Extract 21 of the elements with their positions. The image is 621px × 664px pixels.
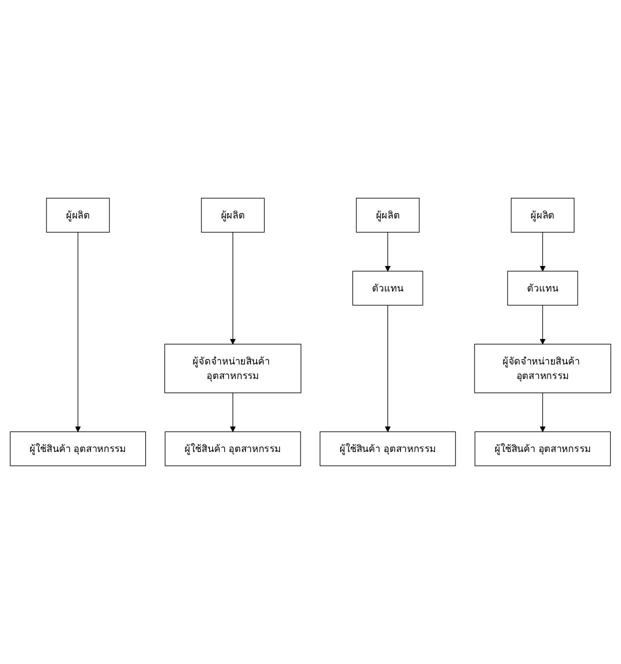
arrow <box>540 232 546 272</box>
node-box <box>474 431 611 466</box>
node-box <box>164 344 302 394</box>
node-box <box>10 431 146 466</box>
node-box <box>164 431 301 466</box>
arrow <box>384 232 391 272</box>
node-box <box>356 198 420 233</box>
arrow <box>540 304 546 344</box>
node-box <box>510 198 574 233</box>
arrow <box>230 232 236 344</box>
arrow <box>230 392 236 432</box>
node-box <box>507 270 578 306</box>
arrow <box>75 232 81 432</box>
arrow <box>540 392 546 432</box>
node-box <box>352 270 424 306</box>
node-box <box>46 198 110 233</box>
arrow <box>384 304 391 432</box>
flowchart: ผู้ผลิต ผู้ผลิต ผู้ผลิต ผู้ผลิต ตัวแทน ตัวแทน ผู้จัดจำหน่ายสินค้า อุตสาหกรรม ผู้จัดจำหน่ายสินค้า อุตสาหกรรม ผู้ใช้สินค้า อุตสาหกรรม ผู้ใช้สินค้า อุตสาหกรรม ผู้ใช้สินค้า อุตสาหกรรม ผู้ใช้สินค้า อุตสาหกรรม <box>5 193 616 471</box>
node-box <box>474 344 612 394</box>
node-box <box>320 431 456 466</box>
node-box <box>201 198 265 233</box>
